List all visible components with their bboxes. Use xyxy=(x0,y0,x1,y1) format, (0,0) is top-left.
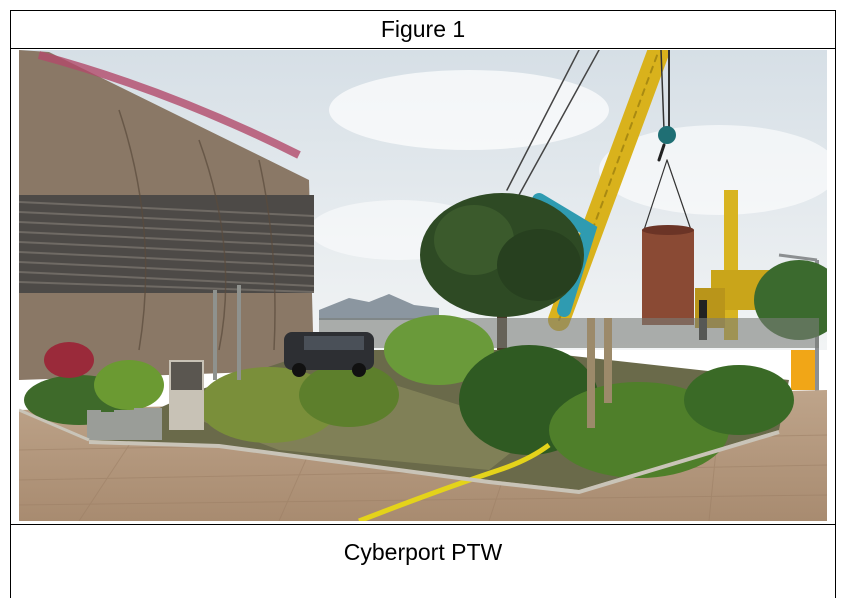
figure-table xyxy=(10,10,836,598)
figure-title: Figure 1 xyxy=(380,15,466,42)
photo-cell xyxy=(10,49,836,525)
tree xyxy=(420,193,584,350)
site-photo xyxy=(19,50,827,521)
hose xyxy=(358,442,551,521)
planters xyxy=(87,408,162,440)
figure-caption: Cyberport PTW xyxy=(343,539,503,565)
steel-casing xyxy=(642,230,694,325)
van xyxy=(284,332,374,377)
figure-title-cell: Figure 1 xyxy=(10,10,836,49)
figure-caption-cell: Cyberport PTW xyxy=(10,525,836,598)
site-photo-drawing xyxy=(19,50,827,521)
